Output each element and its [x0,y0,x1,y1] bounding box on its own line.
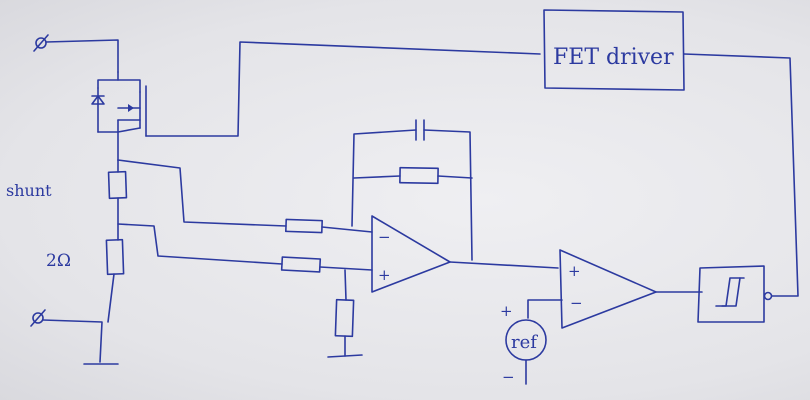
load-resistor: 2Ω [46,238,125,323]
comparator-plus-label: + [568,262,581,280]
opamp-plus-label: + [378,266,391,284]
opamp: − + [351,119,559,293]
ref-minus-label: − [502,368,515,386]
reference-source: ref + − [500,302,547,386]
resistor-2ohm-label: 2Ω [46,251,71,271]
mosfet [91,41,541,161]
comparator: + − [527,249,703,329]
fet-driver-label: FET driver [553,45,674,70]
input-terminal-top [33,34,119,73]
shunt-resistor: shunt [6,159,128,241]
fet-driver-box: FET driver [543,9,799,297]
schmitt-trigger [697,265,773,323]
opamp-minus-label: − [378,228,391,246]
ref-plus-label: + [500,302,513,320]
input-terminal-bottom [30,309,119,365]
shunt-label: shunt [6,181,52,200]
comparator-minus-label: − [570,294,583,312]
sense-wires [117,159,373,358]
ref-label: ref [511,332,538,353]
